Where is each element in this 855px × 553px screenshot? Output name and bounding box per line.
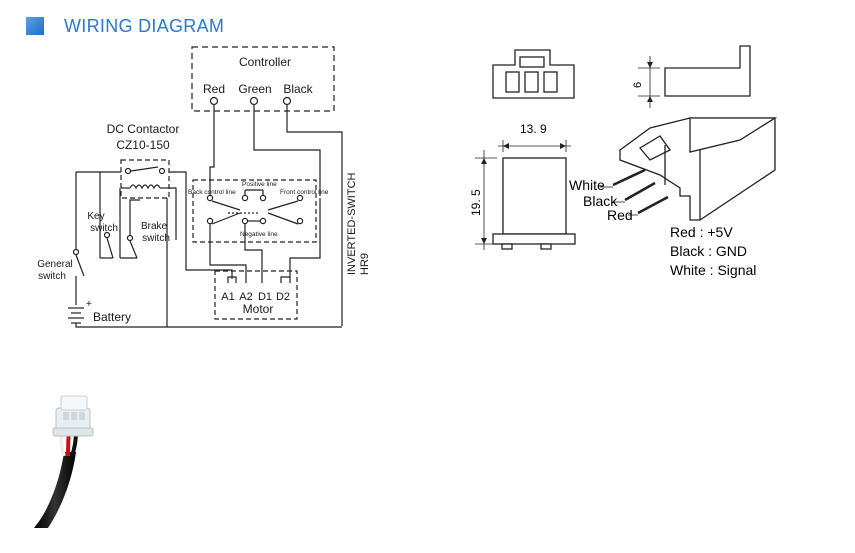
dim-width: 13. 9 bbox=[520, 122, 547, 136]
contactor-model: CZ10-150 bbox=[116, 138, 170, 152]
back-control-line-label: Back control line bbox=[188, 189, 236, 196]
dim-height: 19. 5 bbox=[469, 189, 483, 216]
contactor-box bbox=[120, 159, 170, 199]
general-switch-label-2: switch bbox=[38, 271, 66, 282]
red-wire bbox=[209, 104, 215, 196]
connector-3d-view bbox=[600, 117, 778, 221]
dim-depth: 6 bbox=[632, 82, 644, 88]
key-switch-label-2: switch bbox=[90, 223, 118, 234]
positive-line-label: Positive line bbox=[242, 181, 277, 188]
terminal-black bbox=[282, 96, 292, 106]
battery-label: Battery bbox=[93, 310, 131, 324]
front-control-line-label: Front control line bbox=[280, 189, 329, 196]
key-switch-label-1: Key bbox=[87, 211, 104, 222]
negative-line-label: Negative line bbox=[240, 231, 278, 238]
page-title: WIRING DIAGRAM bbox=[64, 15, 225, 36]
motor-box bbox=[214, 270, 298, 320]
green-wire bbox=[253, 104, 321, 196]
connector-side-view bbox=[638, 45, 751, 108]
terminal-red bbox=[209, 96, 219, 106]
section-marker-icon bbox=[26, 17, 44, 35]
contactor-label: DC Contactor bbox=[107, 122, 180, 136]
legend-white: White : Signal bbox=[670, 262, 756, 278]
circuit-schematic bbox=[68, 46, 343, 328]
pin-label-white: White bbox=[569, 177, 605, 193]
legend-black: Black : GND bbox=[670, 243, 747, 259]
section-header: WIRING DIAGRAM bbox=[26, 14, 224, 38]
inverted-switch-label: INVERTED-SWITCH bbox=[346, 172, 358, 275]
controller-box bbox=[191, 46, 335, 112]
motor-terminal-a1: A1 bbox=[221, 291, 234, 303]
hr9-label: HR9 bbox=[359, 253, 371, 275]
motor-terminal-d1: D1 bbox=[258, 291, 272, 303]
wire-label-green: Green bbox=[238, 82, 271, 96]
terminal-green bbox=[249, 96, 259, 106]
inverted-switch-box bbox=[192, 179, 317, 243]
wire-label-black: Black bbox=[283, 82, 313, 96]
general-switch-label-1: General bbox=[37, 259, 73, 270]
contactor-coil bbox=[129, 184, 161, 190]
circuit-labels: Controller Red Green Black DC Contactor … bbox=[37, 55, 371, 324]
cable-photo bbox=[34, 395, 94, 528]
battery-plus-label: + bbox=[86, 299, 92, 310]
black-wire bbox=[286, 104, 343, 326]
connector-front-view bbox=[492, 49, 575, 99]
controller-label: Controller bbox=[239, 55, 291, 69]
motor-label: Motor bbox=[243, 302, 274, 316]
pin-label-black: Black bbox=[583, 193, 618, 209]
brake-switch-label-2: switch bbox=[142, 233, 170, 244]
brake-switch-label-1: Brake bbox=[141, 221, 168, 232]
legend-red: Red : +5V bbox=[670, 224, 733, 240]
connector-rear-view bbox=[475, 140, 576, 250]
pin-label-red: Red bbox=[607, 207, 633, 223]
motor-terminal-d2: D2 bbox=[276, 291, 290, 303]
motor-terminal-a2: A2 bbox=[239, 291, 252, 303]
wire-label-red: Red bbox=[203, 82, 225, 96]
